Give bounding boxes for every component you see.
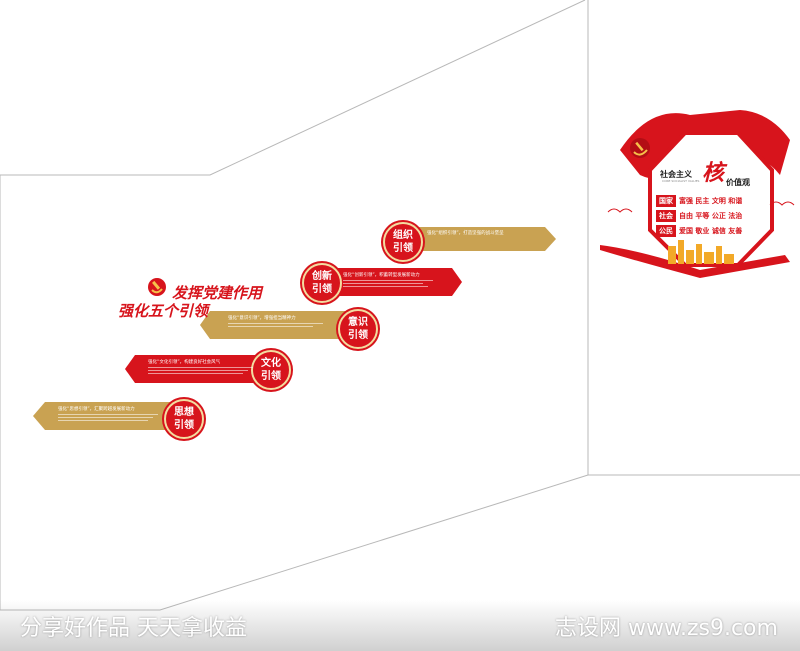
step-culture-text: 强化“文化引领”，构建良好社会风气: [148, 360, 221, 365]
watermark-left: 分享好作品 天天拿收益: [20, 616, 247, 641]
values-row-citizen-label: 公民: [656, 225, 676, 237]
cloud-ornament: [607, 201, 795, 213]
values-row-citizen-values: 爱国 敬业 诚信 友善: [679, 227, 743, 235]
circle-culture-line-1: 文化: [261, 358, 281, 369]
step-bar-organize: [400, 227, 556, 251]
watermark-band: [0, 600, 800, 651]
circle-ideology: 思想 引领: [164, 399, 204, 439]
values-row-nation-label: 国家: [656, 195, 676, 207]
circle-culture-line-2: 引领: [261, 371, 281, 382]
values-row-society-label: 社会: [656, 210, 676, 222]
circle-ideology-line-1: 思想: [174, 407, 194, 418]
heading-line-2: 强化五个引领: [118, 302, 209, 320]
step-awareness-text: 强化“意识引领”，增强担当精神力: [228, 316, 296, 321]
step-innovate-text: 强化“创新引领”，积蓄转型发展新动力: [343, 273, 420, 278]
step-bar-awareness: [200, 311, 353, 339]
wall-outline: [0, 0, 800, 611]
circle-culture: 文化 引领: [251, 350, 291, 390]
values-row-citizen: 公民 爱国 敬业 诚信 友善: [656, 225, 742, 237]
step-bar-innovate: [320, 268, 462, 296]
circle-ideology-line-2: 引领: [174, 420, 194, 431]
values-row-nation-values: 富强 民主 文明 和谐: [679, 197, 743, 205]
values-row-nation: 国家 富强 民主 文明 和谐: [656, 195, 742, 207]
values-row-society: 社会 自由 平等 公正 法治: [656, 210, 742, 222]
circle-awareness-line-1: 意识: [348, 317, 368, 328]
circle-organize-line-2: 引领: [393, 243, 413, 254]
circle-innovate: 创新 引领: [302, 263, 342, 303]
values-title-b: 价值观: [726, 178, 750, 187]
circle-organize-line-1: 组织: [393, 230, 413, 241]
heading-line-1: 发挥党建作用: [172, 284, 263, 302]
values-title-a: 社会主义: [660, 170, 692, 179]
circle-awareness-line-2: 引领: [348, 330, 368, 341]
values-hex-frame: [648, 131, 774, 267]
hammer-sickle-icon: [148, 278, 166, 296]
watermark-right: 志设网 www.zs9.com: [555, 616, 778, 641]
values-row-society-values: 自由 平等 公正 法治: [679, 212, 743, 220]
circle-awareness: 意识 引领: [338, 309, 378, 349]
core-values-panel: 社会主义 核 价值观 CORE SOCIALIST VALUES 国家 富强 民…: [650, 133, 772, 265]
circle-organize: 组织 引领: [383, 222, 423, 262]
step-bars: [33, 227, 556, 430]
city-skyline-icon: [668, 240, 734, 264]
step-organize-text: 强化“组织引领”，打造坚强的战斗堡垒: [427, 231, 504, 236]
values-subtitle: CORE SOCIALIST VALUES: [662, 179, 700, 183]
values-title-big: 核: [702, 161, 725, 186]
circle-innovate-line-1: 创新: [312, 271, 332, 282]
step-ideology-text: 强化“思想引领”，汇聚跨越发展新动力: [58, 407, 135, 412]
step-bar-ideology: [33, 402, 190, 430]
circle-innovate-line-2: 引领: [312, 284, 332, 295]
step-bar-culture: [125, 355, 275, 383]
